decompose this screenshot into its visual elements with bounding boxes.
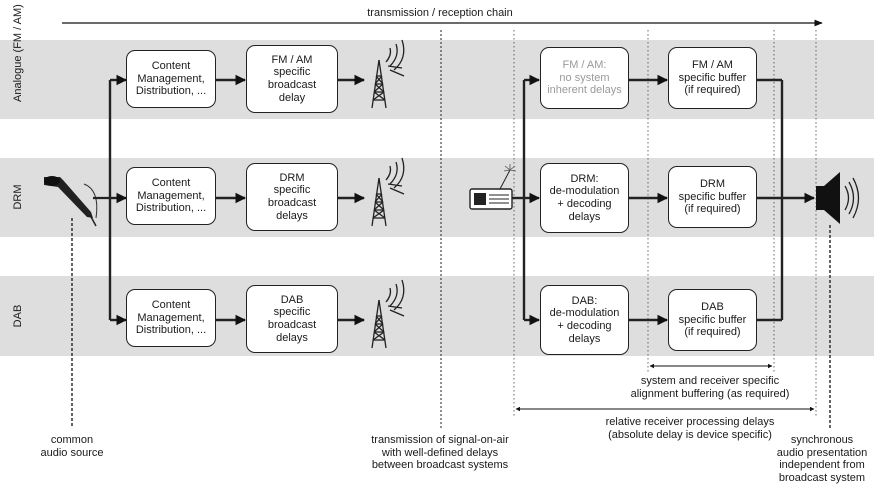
content-management-box-analogue: Content Management, Distribution, ... (126, 50, 216, 108)
transmission-label: transmission of signal-on-air with well-… (371, 434, 509, 471)
receiver-box-analogue: FM / AM: no system inherent delays (540, 47, 629, 109)
speaker-icon (816, 172, 860, 224)
microphone-icon (44, 176, 98, 227)
broadcast-delay-box-dab: DAB specific broadcast delays (246, 285, 338, 353)
buffer-box-analogue: FM / AM specific buffer (if required) (668, 47, 757, 109)
broadcast-delay-box-analogue: FM / AM specific broadcast delay (246, 45, 338, 113)
chain-label: transmission / reception chain (367, 7, 513, 19)
receiver-box-dab: DAB: de-modulation + decoding delays (540, 285, 629, 355)
buffer-box-drm: DRM specific buffer (if required) (668, 166, 757, 228)
radio-receiver-icon (469, 164, 517, 210)
content-management-box-dab: Content Management, Distribution, ... (126, 289, 216, 347)
processing-delays-label: relative receiver processing delays (abs… (605, 416, 775, 441)
buffer-box-dab: DAB specific buffer (if required) (668, 289, 757, 351)
content-management-box-drm: Content Management, Distribution, ... (126, 167, 216, 225)
alignment-buffering-label: system and receiver specific alignment b… (630, 375, 790, 400)
broadcast-delay-box-drm: DRM specific broadcast delays (246, 163, 338, 231)
receiver-box-drm: DRM: de-modulation + decoding delays (540, 163, 629, 233)
common-source-label: common audio source (40, 434, 104, 459)
synchronous-label: synchronous audio presentation independe… (776, 434, 868, 484)
transmitter-tower-icon (371, 39, 405, 109)
